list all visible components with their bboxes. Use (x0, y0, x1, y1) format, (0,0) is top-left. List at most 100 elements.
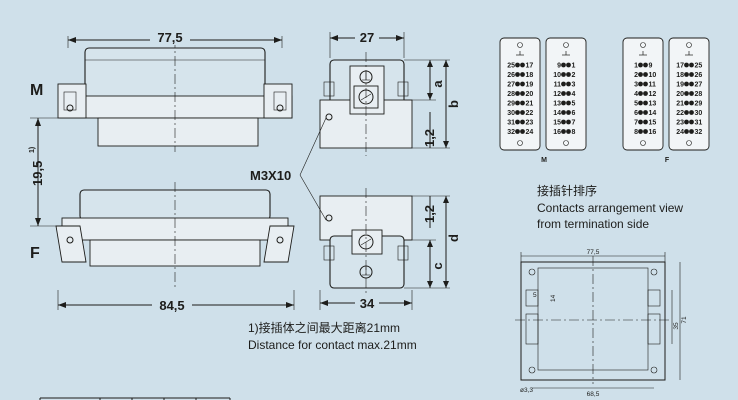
contact-pin (566, 100, 571, 106)
contact-pin (643, 81, 648, 87)
contact-pin (638, 62, 643, 68)
screw-hole-icon (563, 140, 569, 146)
contact-number: 17 (526, 63, 534, 70)
contact-pin (515, 119, 520, 125)
dim-a-label: a (430, 80, 445, 88)
contact-pin (689, 100, 694, 106)
contact-number: 3 (634, 82, 638, 89)
cutout-height-inner: 35 (673, 322, 680, 330)
screw-hole-icon (517, 42, 523, 48)
screw-hole-icon (686, 42, 692, 48)
contact-number: 12 (649, 91, 657, 98)
contact-number: 1 (634, 63, 638, 70)
contact-number: 21 (676, 101, 684, 108)
contact-pin (638, 100, 643, 106)
side-width-bottom-label: 84,5 (159, 298, 184, 313)
contact-pin (684, 110, 689, 115)
cutout-hole-label: ø3,3 (520, 387, 533, 394)
contact-number: 23 (526, 120, 534, 127)
contact-pin (561, 100, 566, 106)
label-m-side: M (30, 82, 43, 99)
contact-number: 9 (557, 63, 561, 70)
side-height-note: 1) (29, 147, 36, 153)
contact-pin (520, 62, 525, 68)
contact-number: 15 (553, 120, 561, 127)
contact-pin (566, 91, 571, 96)
contact-pin (689, 81, 694, 87)
contact-number: 11 (649, 82, 657, 89)
dim-12-bottom-label: 1,2 (422, 205, 437, 223)
contacts-caption-en1: Contacts arrangement view (537, 201, 683, 215)
contact-pin (566, 129, 571, 134)
contact-pin (515, 72, 520, 77)
contact-number: 16 (649, 129, 657, 136)
contact-pin (520, 119, 525, 125)
contact-number: 6 (572, 110, 576, 117)
contact-pin (638, 81, 643, 87)
insert-f-label: F (665, 157, 670, 164)
contact-pin (689, 72, 694, 77)
contact-pin (561, 129, 566, 134)
contact-number: 23 (676, 120, 684, 127)
contact-number: 22 (526, 110, 534, 117)
contacts-caption-en2: from termination side (537, 217, 649, 231)
contact-number: 28 (507, 91, 515, 98)
contact-number: 20 (676, 91, 684, 98)
contact-number: 2 (634, 72, 638, 79)
contact-pin (643, 119, 648, 125)
contact-number: 7 (572, 120, 576, 127)
label-f-side: F (30, 245, 40, 262)
screw-label: M3X10 (250, 168, 291, 183)
contact-number: 11 (554, 82, 562, 89)
insert-f-left-plate (622, 37, 664, 151)
screw-hole-icon (640, 42, 646, 48)
contact-pin (684, 119, 689, 125)
ground-icon (685, 51, 693, 56)
side-dimension-bottom: 84,5 (57, 290, 295, 313)
contact-number: 12 (553, 91, 561, 98)
insert-m-label: M (541, 157, 547, 164)
contact-number: 21 (526, 101, 534, 108)
contact-pin (515, 129, 520, 134)
contact-number: 14 (553, 110, 561, 117)
end-width-top-label: 27 (360, 30, 374, 45)
contact-number: 1 (572, 63, 576, 70)
contact-number: 30 (507, 110, 515, 117)
contact-pin (638, 91, 643, 96)
contact-pin (515, 91, 520, 96)
contact-number: 24 (526, 129, 534, 136)
contact-number: 4 (572, 91, 576, 98)
end-dimension-bottom: 34 (319, 290, 413, 311)
side-view-f (55, 182, 295, 288)
side-width-top-label: 77,5 (157, 30, 182, 45)
contact-number: 18 (676, 72, 684, 79)
contact-pin (561, 62, 566, 68)
contact-number: 32 (507, 129, 515, 136)
contact-pin (684, 62, 689, 68)
contact-pin (520, 91, 525, 96)
contact-pin (520, 110, 525, 115)
cutout-width-inner: 68,5 (587, 391, 600, 398)
contacts-caption-cn: 接插针排序 (537, 183, 597, 198)
contact-pin (684, 91, 689, 96)
contact-pin (689, 119, 694, 125)
contact-number: 29 (507, 101, 515, 108)
contact-pin (638, 72, 643, 77)
contact-number: 8 (572, 129, 576, 136)
contact-pin (638, 110, 643, 115)
contact-pin (561, 91, 566, 96)
contact-number: 10 (649, 72, 657, 79)
contact-pin (561, 119, 566, 125)
contact-number: 19 (676, 82, 684, 89)
contact-pin (684, 100, 689, 106)
screw-hole-icon (640, 140, 646, 146)
contact-number: 4 (634, 91, 638, 98)
contact-number: 26 (507, 72, 515, 79)
contact-number: 13 (553, 101, 561, 108)
contact-pin (638, 129, 643, 134)
ground-icon (516, 51, 524, 56)
contact-pin (643, 129, 648, 134)
contact-number: 32 (695, 129, 703, 136)
dim-b-label: b (446, 100, 461, 108)
